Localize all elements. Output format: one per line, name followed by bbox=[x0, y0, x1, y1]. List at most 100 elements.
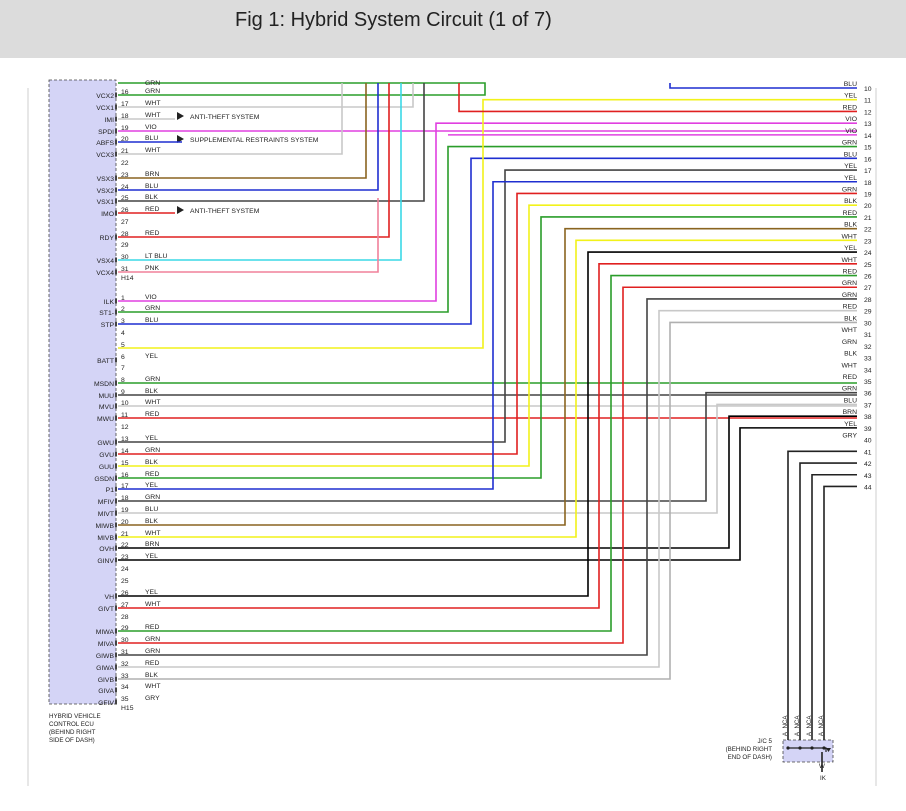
right-wire-label: RED bbox=[843, 104, 857, 111]
wire-label-top-stub: GRN bbox=[145, 80, 160, 87]
right-pin-number: 11 bbox=[864, 98, 871, 105]
right-pin-number: 43 bbox=[864, 473, 872, 480]
pin-number: 28 bbox=[121, 614, 129, 621]
pin-terminal bbox=[115, 699, 117, 705]
wire-label: PNK bbox=[145, 265, 159, 272]
pin-number: 16 bbox=[121, 89, 129, 96]
pin-number: 10 bbox=[121, 400, 129, 407]
pin-number: 27 bbox=[121, 602, 129, 609]
pin-number: 22 bbox=[121, 160, 129, 167]
ecu-label-line: SIDE OF DASH) bbox=[49, 737, 95, 744]
wire-pin-vsx2 bbox=[118, 83, 379, 191]
right-pin-number: 32 bbox=[864, 344, 872, 351]
wire-label: BLU bbox=[145, 317, 158, 324]
wire-label: BRN bbox=[145, 541, 159, 548]
wire-label: GRN bbox=[145, 494, 160, 501]
wire-pin-p1 bbox=[118, 204, 857, 467]
wire-pin-ovh bbox=[118, 227, 857, 526]
pin-number: 16 bbox=[121, 472, 129, 479]
wire-label: WHT bbox=[145, 100, 160, 107]
pin-terminal bbox=[115, 463, 117, 469]
pin-number: 29 bbox=[121, 625, 129, 632]
pin-terminal bbox=[115, 187, 117, 193]
pin-number: 21 bbox=[121, 148, 129, 155]
pin-terminal bbox=[115, 104, 117, 110]
wire-nca-43 bbox=[811, 473, 857, 740]
pin-terminal bbox=[115, 128, 117, 134]
jc5-bus bbox=[788, 747, 827, 752]
right-pin-number: 42 bbox=[864, 461, 872, 468]
pin-number: 34 bbox=[121, 684, 129, 691]
pin-terminal bbox=[115, 309, 117, 315]
pin-name-msdn: MSDN bbox=[94, 381, 114, 388]
link-arrow bbox=[177, 206, 184, 214]
pin-name-ovh: OVH bbox=[99, 546, 114, 553]
right-wire-label: BLK bbox=[844, 351, 857, 358]
pin-number: 22 bbox=[121, 542, 129, 549]
right-pin-number: 20 bbox=[864, 203, 872, 210]
pin-terminal bbox=[115, 415, 117, 421]
pin-name-givt: GIVT bbox=[98, 606, 114, 613]
wire-label: BLU bbox=[145, 135, 158, 142]
wire-nca-42 bbox=[799, 462, 857, 740]
pin-number: 3 bbox=[121, 318, 125, 325]
right-wire-label: RED bbox=[843, 210, 857, 217]
pin-terminal bbox=[115, 234, 117, 240]
pin-name-gvu: GVU bbox=[99, 452, 114, 459]
pin-name-guu: GUU bbox=[99, 464, 114, 471]
pin-name-stp: STP bbox=[101, 322, 115, 329]
wire-pin-givb bbox=[118, 298, 857, 656]
pin-number: 8 bbox=[121, 377, 125, 384]
pin-name-vsx4: VSX4 bbox=[97, 258, 115, 265]
wire-label: RED bbox=[145, 206, 159, 213]
pin-name-mwu: MWU bbox=[97, 416, 114, 423]
right-wire-label: GRN bbox=[842, 386, 857, 393]
pin-name-giwb: GIWB bbox=[96, 653, 115, 660]
pin-number: 31 bbox=[121, 649, 129, 656]
pin-terminal bbox=[115, 357, 117, 363]
jc5-box bbox=[782, 739, 834, 763]
pin-terminal bbox=[115, 534, 117, 540]
pin-terminal bbox=[115, 198, 117, 204]
wire-pin-gfiv bbox=[118, 321, 857, 680]
wire-label: BRN bbox=[145, 171, 159, 178]
right-pin-number: 29 bbox=[864, 309, 872, 316]
pin-terminal bbox=[115, 475, 117, 481]
jc5-label-line: END OF DASH) bbox=[728, 754, 772, 761]
pin-name-rdy: RDY bbox=[100, 235, 115, 242]
wire-pin-batt bbox=[118, 98, 857, 349]
wire-pin-mivb bbox=[118, 403, 857, 514]
pin-terminal bbox=[115, 640, 117, 646]
right-pin-number: 14 bbox=[864, 133, 872, 140]
pin-terminal bbox=[115, 628, 117, 634]
wire-pin- bbox=[118, 251, 857, 597]
right-pin-number: 35 bbox=[864, 379, 872, 386]
right-pin-number: 36 bbox=[864, 391, 872, 398]
pin-name-ginv: GINV bbox=[97, 558, 114, 565]
link-label: SUPPLEMENTAL RESTRAINTS SYSTEM bbox=[190, 137, 319, 144]
right-wire-label: GRN bbox=[842, 186, 857, 193]
pin-terminal bbox=[115, 257, 117, 263]
right-pin-number: 22 bbox=[864, 227, 872, 234]
pin-terminal bbox=[115, 116, 117, 122]
wire-label: GRN bbox=[145, 648, 160, 655]
wire-right-12 bbox=[458, 83, 857, 113]
wire-pin-mfiv bbox=[118, 216, 857, 479]
pin-number: 19 bbox=[121, 125, 129, 132]
pin-number: 20 bbox=[121, 519, 129, 526]
pin-name-vsx1: VSX1 bbox=[97, 199, 115, 206]
pin-number: 18 bbox=[121, 113, 129, 120]
pin-terminal bbox=[115, 486, 117, 492]
wire-pin-giwb bbox=[118, 274, 857, 632]
pin-terminal bbox=[115, 557, 117, 563]
ecu-label-line: HYBRID VEHICLE bbox=[49, 713, 101, 720]
wire-label: LT BLU bbox=[145, 253, 168, 260]
pin-number: 31 bbox=[121, 266, 129, 273]
wire-label: RED bbox=[145, 411, 159, 418]
pin-terminal bbox=[115, 403, 117, 409]
wire-label: BLU bbox=[145, 506, 158, 513]
pin-number: 12 bbox=[121, 424, 129, 431]
wire-label: YEL bbox=[145, 482, 158, 489]
wire-pin-giwa bbox=[118, 286, 857, 644]
wire-label: WHT bbox=[145, 601, 160, 608]
